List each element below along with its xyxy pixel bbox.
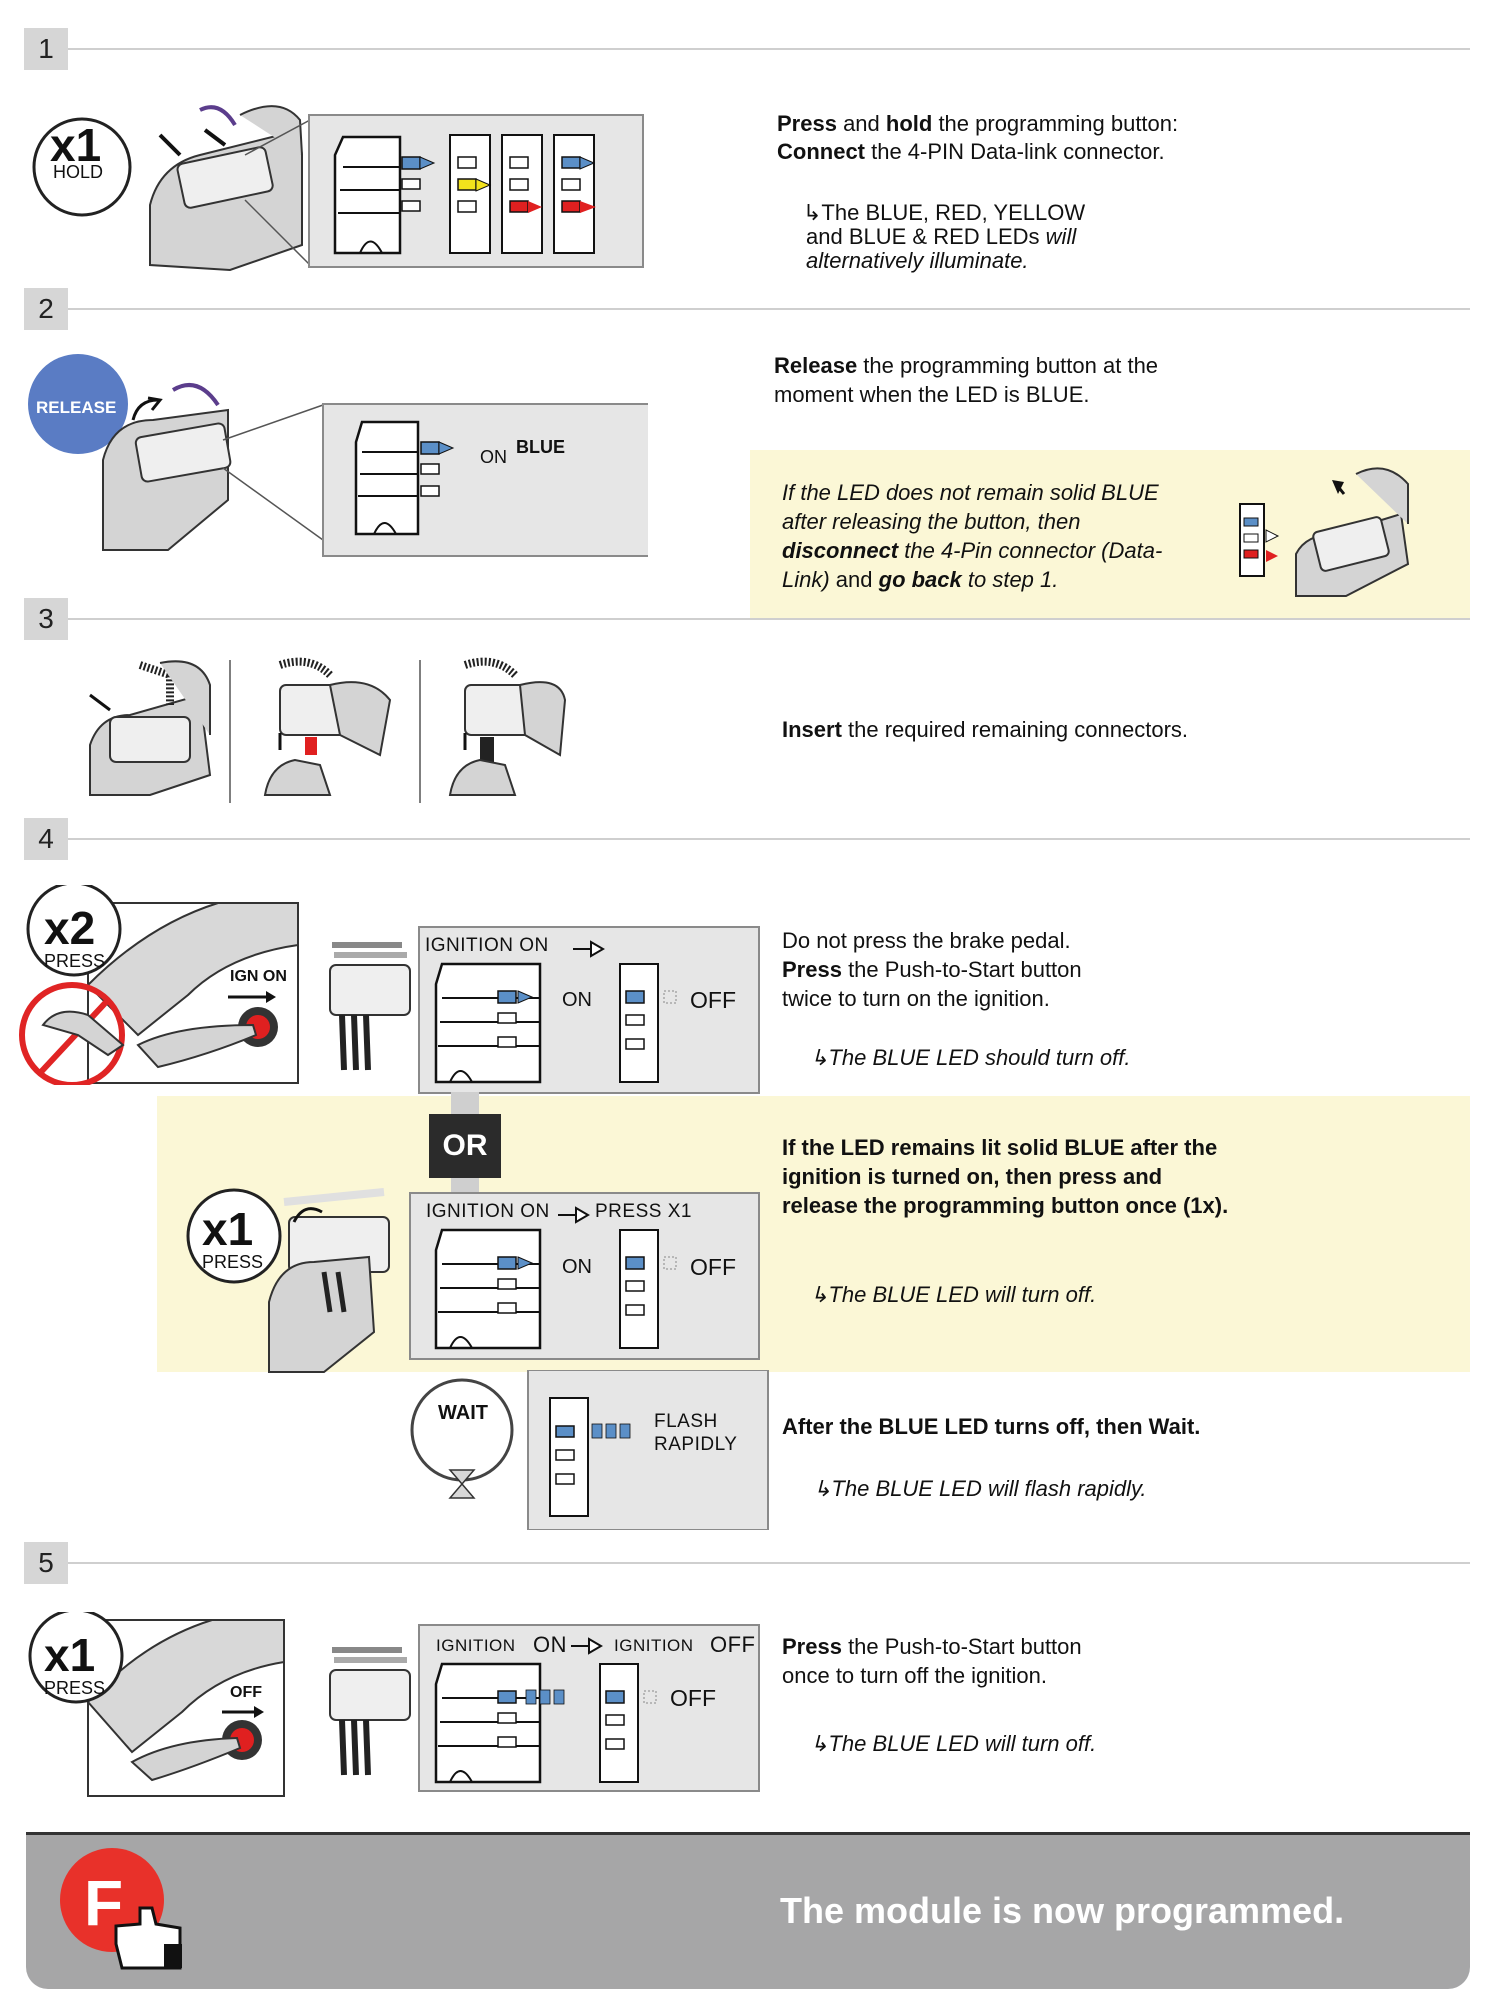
step-2-instruction-1: Release the programming button at the	[774, 353, 1159, 378]
step-4-alt-line-3: release the programming button once (1x)…	[782, 1193, 1229, 1218]
step-4-instruction-2: Press the Push-to-Start button	[782, 957, 1082, 982]
step-1-badge-count: x1	[50, 119, 102, 171]
step-4-panel-title: IGNITION ON	[425, 935, 549, 956]
step-5-badge-count: x1	[44, 1629, 96, 1681]
step-divider-2	[68, 308, 1470, 310]
brand-logo-letter: F	[84, 1867, 124, 1939]
step-5-led-off-label: OFF	[670, 1685, 716, 1711]
step-2-tip-line-2: after releasing the button, then	[782, 509, 1081, 534]
step-1-note-2: and BLUE & RED LEDs will	[806, 224, 1077, 249]
step-4-alt-line-1: If the LED remains lit solid BLUE after …	[782, 1135, 1218, 1160]
completion-message: The module is now programmed.	[780, 1890, 1345, 1931]
step-2-tip-line-3: disconnect the 4-Pin connector (Data-	[782, 538, 1163, 563]
step-5-instruction-1: Press the Push-to-Start button	[782, 1634, 1082, 1659]
step-3-instruction: Insert the required remaining connectors…	[782, 717, 1189, 742]
step-divider-3	[68, 618, 1470, 620]
step-5-note: ↳The BLUE LED will turn off.	[810, 1731, 1097, 1756]
step-2-tip-line-1: If the LED does not remain solid BLUE	[782, 480, 1159, 505]
step-divider-4	[68, 838, 1470, 840]
step-4-instruction-1: Do not press the brake pedal.	[782, 928, 1071, 953]
step-5-illustration	[22, 1608, 292, 1798]
step-2-badge-action: RELEASE	[36, 398, 117, 417]
step-2-led-color-label: BLUE	[516, 437, 565, 457]
step-4-alt-badge-action: PRESS	[202, 1252, 264, 1272]
step-5-panel-diagram	[432, 1660, 752, 1786]
step-4-alt-line-2: ignition is turned on, then press and	[782, 1164, 1163, 1189]
step-2-instruction-2: moment when the LED is BLUE.	[774, 382, 1090, 407]
step-4-note: ↳The BLUE LED should turn off.	[810, 1045, 1131, 1070]
step-2-led-on-label: ON	[480, 447, 507, 467]
step-1-note-1: ↳The BLUE, RED, YELLOW	[803, 200, 1086, 225]
completion-banner	[26, 1832, 1470, 1989]
step-4-panel-arrow-icon	[573, 939, 605, 959]
step-3-illustration	[80, 655, 580, 805]
step-5-panel-on: ON	[533, 1632, 567, 1657]
step-4-led-on-label: ON	[562, 989, 592, 1011]
step-5-module-illustration	[322, 1640, 422, 1780]
step-4-alt-panel-title: IGNITION ON	[426, 1201, 550, 1222]
step-4-or-badge	[429, 1114, 501, 1178]
step-1-instruction-1: Press and hold the programming button:	[777, 111, 1179, 136]
step-2-illustration	[28, 350, 664, 560]
brand-logo-icon	[56, 1848, 186, 1972]
step-2-tip-line-4: Link) and go back to step 1.	[782, 567, 1059, 592]
step-4-led-off-label: OFF	[690, 987, 736, 1013]
step-4-panel-diagram	[432, 960, 752, 1086]
step-5-panel-ignition-2: IGNITION	[614, 1636, 694, 1655]
step-4-module-illustration	[322, 935, 422, 1075]
step-4-wait-label: WAIT	[438, 1402, 488, 1424]
step-2-tip-illustration	[1236, 464, 1416, 598]
step-number-4: 4	[24, 818, 68, 860]
step-number-1: 1	[24, 28, 68, 70]
step-4-flash-label-2: RAPIDLY	[654, 1434, 738, 1455]
step-divider-1	[68, 48, 1470, 50]
step-1-note-3: alternatively illuminate.	[806, 248, 1029, 273]
step-number-3: 3	[24, 598, 68, 640]
step-4-alt-panel-press: PRESS X1	[595, 1201, 692, 1222]
step-number-2: 2	[24, 288, 68, 330]
step-4-instruction-3: twice to turn on the ignition.	[782, 986, 1050, 1011]
step-5-panel-off: OFF	[710, 1632, 756, 1657]
step-2-led-diagram	[352, 418, 492, 538]
step-1-badge-action: HOLD	[53, 162, 104, 182]
step-4-alt-panel-diagram	[432, 1226, 752, 1352]
step-4-wait-illustration	[410, 1369, 770, 1531]
step-4-alt-note: ↳The BLUE LED will turn off.	[810, 1282, 1097, 1307]
step-5-badge-action: PRESS	[44, 1678, 106, 1698]
step-number-5: 5	[24, 1542, 68, 1584]
step-4-wait-note: ↳The BLUE LED will flash rapidly.	[813, 1476, 1147, 1501]
step-4-illustration	[18, 881, 308, 1088]
step-4-badge-action: PRESS	[44, 951, 106, 971]
step-1-illustration	[30, 95, 650, 275]
step-4-or-label: OR	[442, 1129, 488, 1162]
step-4-badge-count: x2	[44, 902, 96, 954]
step-5-instruction-2: once to turn off the ignition.	[782, 1663, 1047, 1688]
step-divider-5	[68, 1562, 1470, 1564]
step-4-wait-instruction: After the BLUE LED turns off, then Wait.	[782, 1414, 1201, 1439]
step-4-alt-led-on-label: ON	[562, 1256, 592, 1278]
step-5-panel-arrow-icon	[571, 1636, 603, 1656]
step-5-panel-ignition-1: IGNITION	[436, 1636, 516, 1655]
step-4-alt-badge-count: x1	[202, 1203, 254, 1255]
step-4-alt-panel-arrow-icon	[558, 1205, 590, 1225]
step-1-instruction-2: Connect the 4-PIN Data-link connector.	[777, 139, 1165, 164]
step-4-ign-on-label: IGN ON	[230, 968, 287, 985]
step-5-off-label: OFF	[230, 1684, 262, 1701]
step-4-flash-label-1: FLASH	[654, 1411, 718, 1432]
step-4-alt-illustration	[184, 1182, 424, 1374]
step-4-alt-led-off-label: OFF	[690, 1254, 736, 1280]
